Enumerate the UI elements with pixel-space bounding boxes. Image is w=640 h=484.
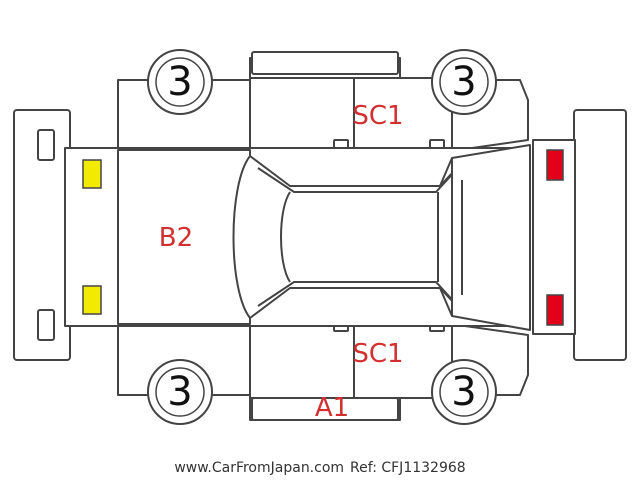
- top-door-handle-front: [333, 139, 349, 149]
- rear-pillar-top: [439, 157, 453, 187]
- wheel-rear-left: 3: [431, 49, 497, 115]
- footer-website: www.CarFromJapan.com: [174, 460, 344, 476]
- headlight-top: [82, 159, 102, 189]
- top-rocker: [251, 51, 399, 75]
- damage-code-rocker-lower: A1: [315, 393, 349, 423]
- hood: [117, 149, 251, 325]
- windshield-upper-edge: [257, 167, 459, 193]
- top-door-handle-rear: [429, 139, 445, 149]
- wheel-rear-right-rating: 3: [451, 369, 476, 415]
- wheel-front-left-rating: 3: [167, 59, 192, 105]
- roof-front-edge: [280, 191, 291, 283]
- taillight-bottom: [546, 294, 564, 326]
- rear-bumper: [573, 109, 627, 361]
- car-body-top-view: [64, 144, 531, 331]
- damage-code-door-upper: SC1: [352, 101, 403, 131]
- wheel-rear-left-rating: 3: [451, 59, 476, 105]
- headlight-bottom: [82, 285, 102, 315]
- bottom-doors: [249, 317, 453, 399]
- footer-ref: Ref: CFJ1132968: [350, 460, 466, 476]
- front-bumper: [13, 109, 71, 361]
- wheel-front-right-rating: 3: [167, 369, 192, 415]
- wheel-rear-right: 3: [431, 359, 497, 425]
- wheel-front-left: 3: [147, 49, 213, 115]
- damage-code-door-lower: SC1: [352, 339, 403, 369]
- damage-code-hood: B2: [159, 223, 193, 253]
- taillight-top: [546, 149, 564, 181]
- windshield-lower-edge: [257, 281, 459, 307]
- wheel-front-right: 3: [147, 359, 213, 425]
- top-doors: [249, 77, 453, 159]
- rear-pillar-bottom: [439, 287, 453, 317]
- footer-text: www.CarFromJapan.com Ref: CFJ1132968: [174, 460, 465, 476]
- rear-glass: [451, 144, 531, 331]
